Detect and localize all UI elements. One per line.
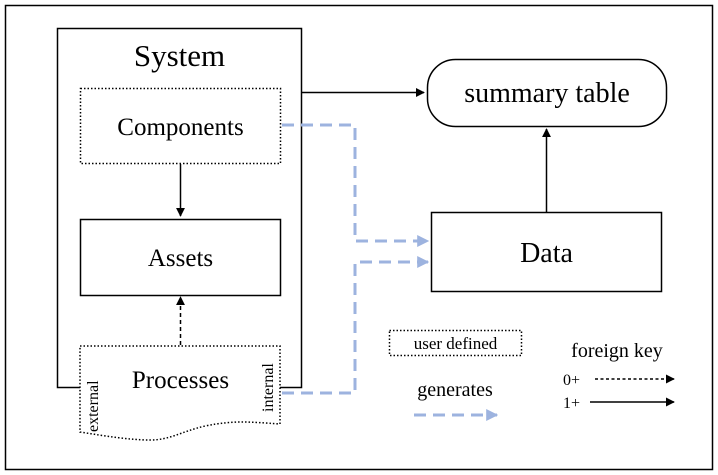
legend-user-defined-swatch: [388, 329, 523, 357]
arrow-components-generates-data: [282, 123, 430, 247]
system-title: System: [134, 38, 225, 73]
legend-foreign-key-label: foreign key: [571, 340, 663, 362]
assets-box: [79, 218, 282, 297]
system-box: [56, 27, 303, 389]
summary-table-box: [426, 58, 668, 128]
legend-zero-plus-label: 0+: [563, 372, 580, 389]
processes-label: Processes: [132, 367, 229, 394]
components-label: Components: [117, 114, 243, 141]
data-label: Data: [520, 238, 573, 269]
arrow-processes-generates-data: [282, 256, 430, 395]
legend-user-defined-label: user defined: [414, 334, 498, 353]
processes-external-label: external: [85, 380, 102, 432]
legend-one-plus-label: 1+: [563, 395, 580, 412]
legend-generates-label: generates: [417, 379, 493, 401]
summary-table-label: summary table: [464, 78, 630, 109]
outer-frame: [4, 4, 714, 471]
processes-internal-label: internal: [260, 363, 277, 412]
assets-label: Assets: [148, 245, 213, 272]
components-box: [79, 87, 282, 165]
data-box: [430, 211, 663, 293]
processes-box: [79, 345, 281, 441]
